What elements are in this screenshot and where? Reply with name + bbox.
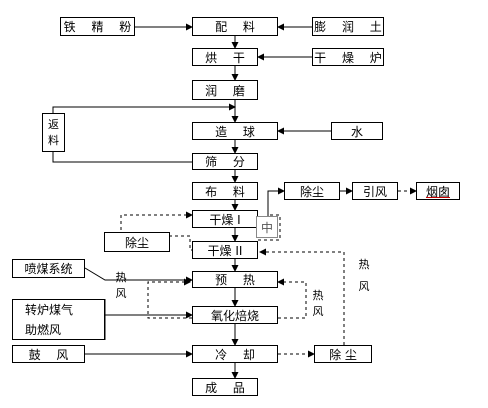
oxidation-roasting-box: 氧化焙烧	[192, 306, 278, 324]
cooling-label: 冷 却	[215, 347, 261, 362]
bentonite-label: 膨 润 土	[314, 20, 388, 34]
mid-mark-label: 中	[260, 220, 273, 235]
combustion-air-label: 助燃风	[25, 322, 62, 337]
dryer-box: 干 燥 炉	[312, 48, 384, 66]
screening-label: 筛 分	[205, 155, 251, 169]
return-material-box: 返料	[42, 113, 65, 152]
drying-1-box: 干燥 I	[192, 210, 258, 228]
dedust-top-box: 除尘	[284, 182, 340, 200]
return-loop-arrow	[52, 103, 236, 113]
dedust-left-label: 除尘	[124, 235, 149, 250]
hot-air-label-left: 热风	[115, 271, 127, 300]
converter-gas-label: 转炉煤气	[25, 303, 74, 318]
batching-label: 配 料	[215, 20, 261, 34]
drying-box: 烘 干	[192, 48, 258, 66]
chimney-box: 烟囱	[416, 182, 460, 200]
dryer-label: 干 燥 炉	[314, 50, 388, 65]
dashed-dedust-left-drying1	[120, 211, 193, 236]
batching-box: 配 料	[192, 17, 278, 36]
distribution-label: 布 料	[205, 184, 251, 199]
dedust-bottom-label: 除 尘	[329, 347, 357, 362]
drying-1-label: 干燥 I	[209, 212, 241, 227]
coal-injection-line	[84, 267, 193, 284]
coal-injection-label: 喷煤系统	[24, 262, 73, 276]
chimney-label: 烟囱	[425, 184, 450, 199]
dashed-roasting-preheating-left	[147, 278, 192, 319]
dashed-roasting-preheating-right	[277, 278, 307, 319]
preheating-box: 预 热	[192, 271, 278, 288]
drying-2-box: 干燥 II	[192, 241, 258, 259]
drying-2-label: 干燥 II	[207, 243, 243, 258]
oxidation-roasting-label: 氧化焙烧	[210, 308, 259, 323]
water-box: 水	[331, 122, 383, 140]
iron-powder-label: 铁 精 粉	[63, 20, 138, 34]
hot-air-label-right: 热风	[312, 289, 324, 318]
screening-box: 筛 分	[192, 153, 258, 170]
wet-grinding-label: 润 磨	[205, 83, 251, 98]
iron-powder-box: 铁 精 粉	[60, 17, 135, 36]
dedust-bottom-box: 除 尘	[314, 345, 372, 363]
pelletizing-label: 造 球	[215, 124, 261, 139]
dedust-left-box: 除尘	[104, 232, 170, 252]
blower-box: 鼓 风	[12, 345, 85, 363]
return-material-label: 返料	[48, 117, 59, 147]
return-loop-line	[52, 152, 192, 163]
blower-label: 鼓 风	[28, 347, 75, 362]
induced-draft-label: 引风	[362, 184, 387, 199]
converter-gas-box: 转炉煤气 助燃风	[12, 299, 105, 340]
dedust-top-label: 除尘	[299, 184, 324, 199]
cooling-box: 冷 却	[192, 345, 278, 363]
distribution-box: 布 料	[192, 182, 258, 200]
pelletizing-box: 造 球	[192, 122, 278, 140]
mid-mark-box: 中	[256, 216, 278, 238]
dashed-dedust-drying2	[259, 248, 345, 345]
coal-injection-box: 喷煤系统	[12, 259, 85, 278]
preheating-label: 预 热	[215, 273, 261, 287]
product-label: 成 品	[205, 380, 251, 395]
bentonite-box: 膨 润 土	[312, 17, 384, 36]
wet-grinding-box: 润 磨	[192, 80, 258, 100]
induced-draft-box: 引风	[352, 182, 398, 200]
hot-air-label-far-right: 热风	[358, 258, 370, 293]
drying-label: 烘 干	[205, 50, 251, 65]
product-box: 成 品	[192, 378, 258, 396]
water-label: 水	[350, 124, 363, 139]
